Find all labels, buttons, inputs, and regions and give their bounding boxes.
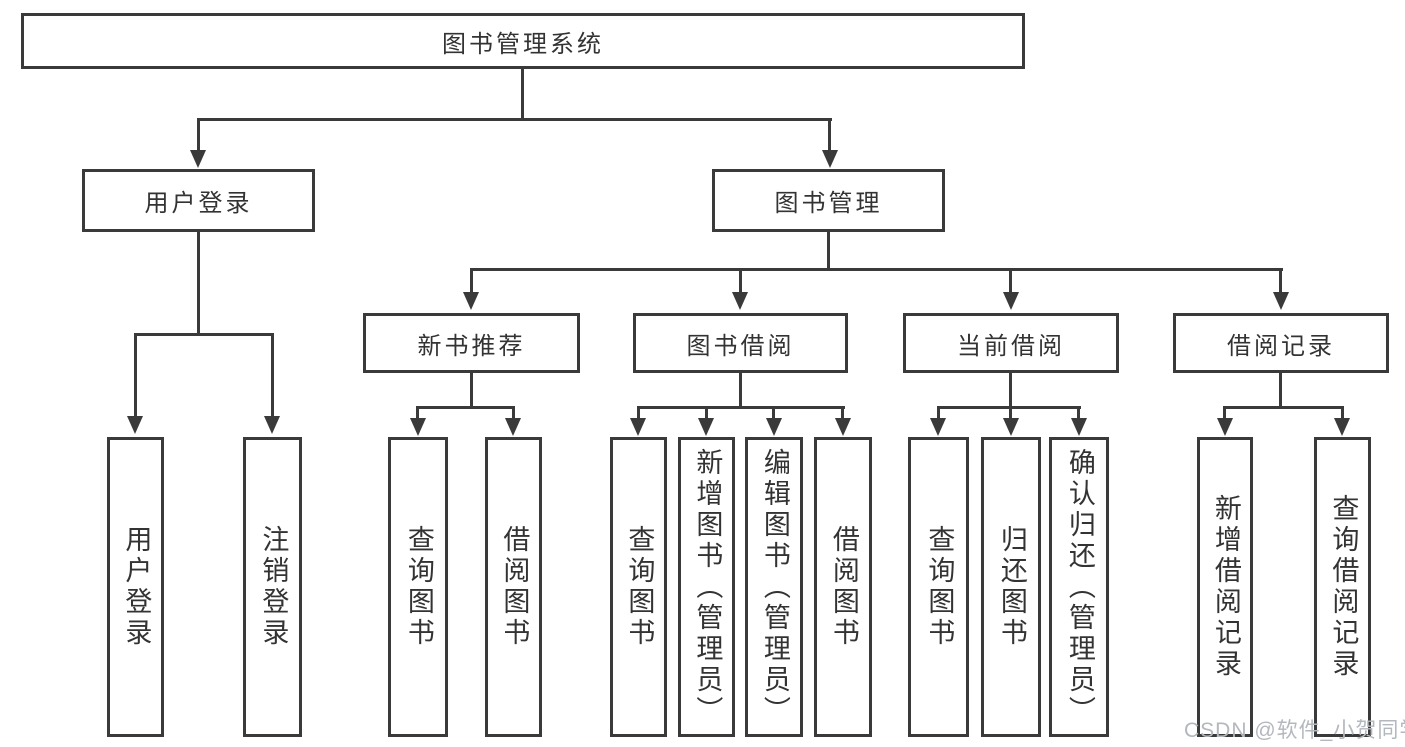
connector-leaf-drop xyxy=(841,406,844,420)
arrowhead-return-book xyxy=(1003,418,1019,436)
arrowhead-logout xyxy=(264,416,280,434)
node-leaf-query-borrow-record: 查询借阅记录 xyxy=(1314,437,1371,737)
arrowhead-confirm-return xyxy=(1071,418,1087,436)
connector-borrow-record-stem xyxy=(1279,373,1282,408)
connector-leaf-drop xyxy=(1341,406,1344,420)
node-leaf-confirm-return-admin: 确认归还（管理员） xyxy=(1049,437,1109,737)
connector-current-borrow-stem xyxy=(1009,373,1012,408)
node-leaf-edit-book-admin: 编辑图书（管理员） xyxy=(745,437,803,737)
node-leaf-return-book: 归还图书 xyxy=(981,437,1041,737)
connector-new-book-bar xyxy=(416,406,515,409)
arrowhead-query-book-3 xyxy=(930,418,946,436)
node-library-management-system: 图书管理系统 xyxy=(21,13,1025,69)
connector-book-borrow-stem xyxy=(739,373,742,408)
connector-book-borrow-drop xyxy=(739,268,742,294)
arrowhead-current-borrow xyxy=(1003,292,1019,310)
node-new-book-recommend: 新书推荐 xyxy=(363,313,580,373)
arrowhead-book-borrow xyxy=(732,292,748,310)
arrowhead-query-borrow-record xyxy=(1334,418,1350,436)
arrowhead-borrow-book-2 xyxy=(835,418,851,436)
connector-leaf-drop xyxy=(1223,406,1226,420)
node-leaf-borrow-book-1: 借阅图书 xyxy=(485,437,542,737)
arrowhead-borrow-book-1 xyxy=(505,418,521,436)
node-book-borrow: 图书借阅 xyxy=(633,313,848,373)
connector-root-stem xyxy=(521,69,524,120)
node-current-borrow: 当前借阅 xyxy=(903,313,1119,373)
node-borrow-record: 借阅记录 xyxy=(1173,313,1389,373)
node-book-management: 图书管理 xyxy=(712,169,945,232)
connector-leaf-drop xyxy=(772,406,775,420)
node-leaf-query-book-3: 查询图书 xyxy=(908,437,969,737)
node-leaf-add-borrow-record: 新增借阅记录 xyxy=(1197,437,1253,737)
connector-login-drop xyxy=(134,333,137,418)
connector-leaf-drop xyxy=(1009,406,1012,420)
connector-new-book-drop xyxy=(470,268,473,294)
connector-leaf-drop xyxy=(637,406,640,420)
connector-leaf-drop xyxy=(416,406,419,420)
connector-book-borrow-bar xyxy=(637,406,845,409)
node-leaf-logout: 注销登录 xyxy=(243,437,302,737)
connector-user-login-drop xyxy=(197,118,200,152)
connector-new-book-stem xyxy=(470,373,473,408)
connector-leaf-drop xyxy=(705,406,708,420)
arrowhead-borrow-record xyxy=(1273,292,1289,310)
connector-book-management-bar xyxy=(470,268,1283,271)
arrowhead-user-login xyxy=(190,150,206,168)
connector-root-bar xyxy=(197,118,832,121)
connector-leaf-drop xyxy=(937,406,940,420)
node-leaf-user-login: 用户登录 xyxy=(107,437,164,737)
connector-leaf-drop xyxy=(1077,406,1080,420)
node-leaf-add-book-admin: 新增图书（管理员） xyxy=(678,437,735,737)
arrowhead-login xyxy=(127,416,143,434)
arrowhead-query-book-2 xyxy=(630,418,646,436)
arrowhead-add-book xyxy=(698,418,714,436)
arrowhead-new-book xyxy=(463,292,479,310)
connector-user-login-stem xyxy=(197,232,200,335)
connector-borrow-record-bar xyxy=(1223,406,1344,409)
connector-borrow-record-drop xyxy=(1279,268,1282,294)
node-leaf-borrow-book-2: 借阅图书 xyxy=(814,437,872,737)
node-leaf-query-book-2: 查询图书 xyxy=(610,437,667,737)
connector-logout-drop xyxy=(271,333,274,418)
watermark: CSDN @软件_小贺同学 xyxy=(1184,719,1405,742)
node-user-login: 用户登录 xyxy=(82,169,315,232)
connector-book-management-drop xyxy=(828,118,831,152)
arrowhead-query-book-1 xyxy=(410,418,426,436)
connector-current-borrow-drop xyxy=(1009,268,1012,294)
arrowhead-add-borrow-record xyxy=(1217,418,1233,436)
connector-book-management-stem xyxy=(827,232,830,270)
connector-leaf-drop xyxy=(512,406,515,420)
connector-user-login-bar xyxy=(134,333,274,336)
arrowhead-book-management xyxy=(822,150,838,168)
arrowhead-edit-book xyxy=(766,418,782,436)
node-leaf-query-book-1: 查询图书 xyxy=(388,437,448,737)
